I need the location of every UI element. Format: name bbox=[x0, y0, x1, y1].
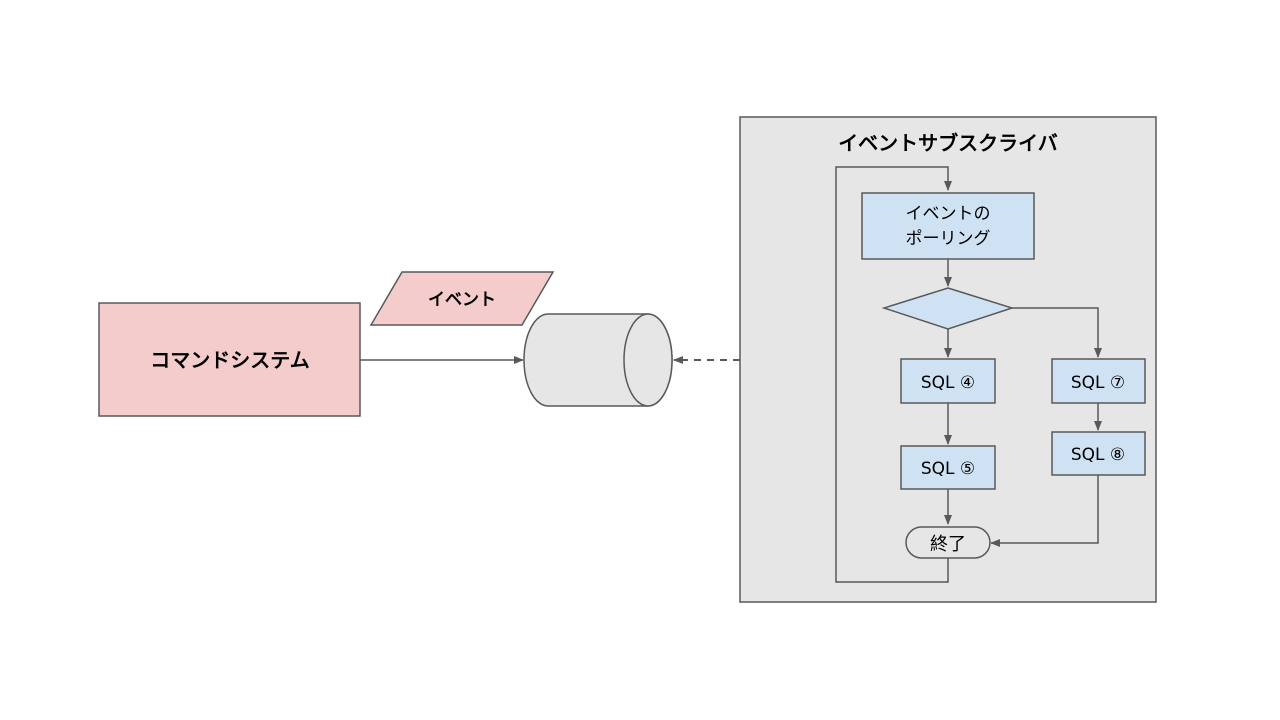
polling-label-line2: ポーリング bbox=[906, 229, 991, 249]
event-parallelogram bbox=[369, 271, 555, 326]
sql7-box bbox=[1051, 358, 1146, 404]
subscriber-title: イベントサブスクライバ bbox=[838, 131, 1058, 155]
command-system-label: コマンドシステム bbox=[150, 348, 309, 372]
command-system-box bbox=[98, 302, 361, 417]
sql8-to-end-arrow bbox=[990, 475, 1099, 547]
loop-line bbox=[835, 166, 952, 583]
decision-to-sql7-arrow bbox=[1012, 307, 1102, 358]
sql7-label: SQL ⑦ bbox=[1071, 373, 1125, 393]
polling-label-line1: イベントの bbox=[906, 204, 991, 224]
end-terminator bbox=[905, 526, 991, 559]
sql4-label: SQL ④ bbox=[921, 373, 975, 393]
sql8-box bbox=[1051, 431, 1146, 476]
sql8-label: SQL ⑧ bbox=[1071, 445, 1125, 465]
event-store-cylinder bbox=[523, 313, 673, 407]
sql5-label: SQL ⑤ bbox=[921, 459, 975, 479]
polling-box bbox=[861, 192, 1035, 260]
sql5-box bbox=[900, 445, 996, 490]
event-label: イベント bbox=[428, 290, 496, 310]
end-label: 終了 bbox=[930, 534, 966, 555]
